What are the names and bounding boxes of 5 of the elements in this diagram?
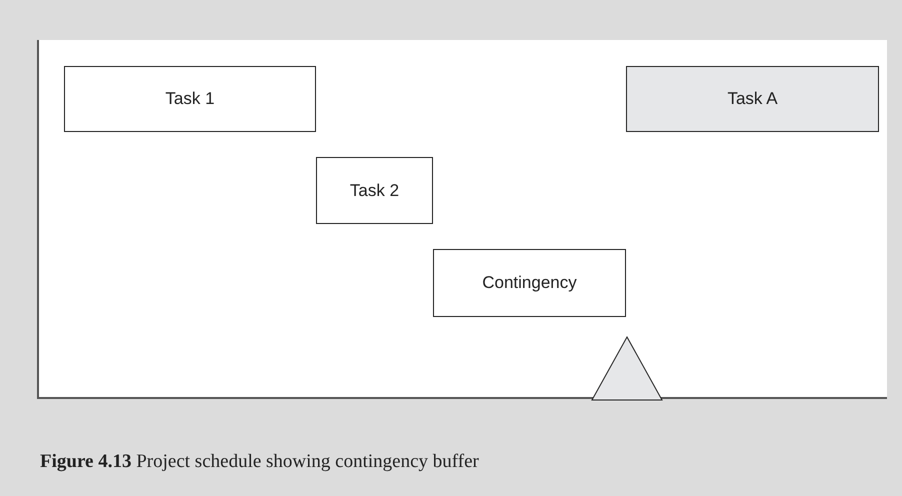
- figure-caption: Figure 4.13 Project schedule showing contingency buffer: [40, 451, 479, 473]
- task-bar: Task A: [626, 66, 879, 132]
- task-bar: Task 2: [316, 157, 433, 224]
- task-bar: Contingency: [433, 249, 626, 317]
- task-bar: Task 1: [64, 66, 316, 132]
